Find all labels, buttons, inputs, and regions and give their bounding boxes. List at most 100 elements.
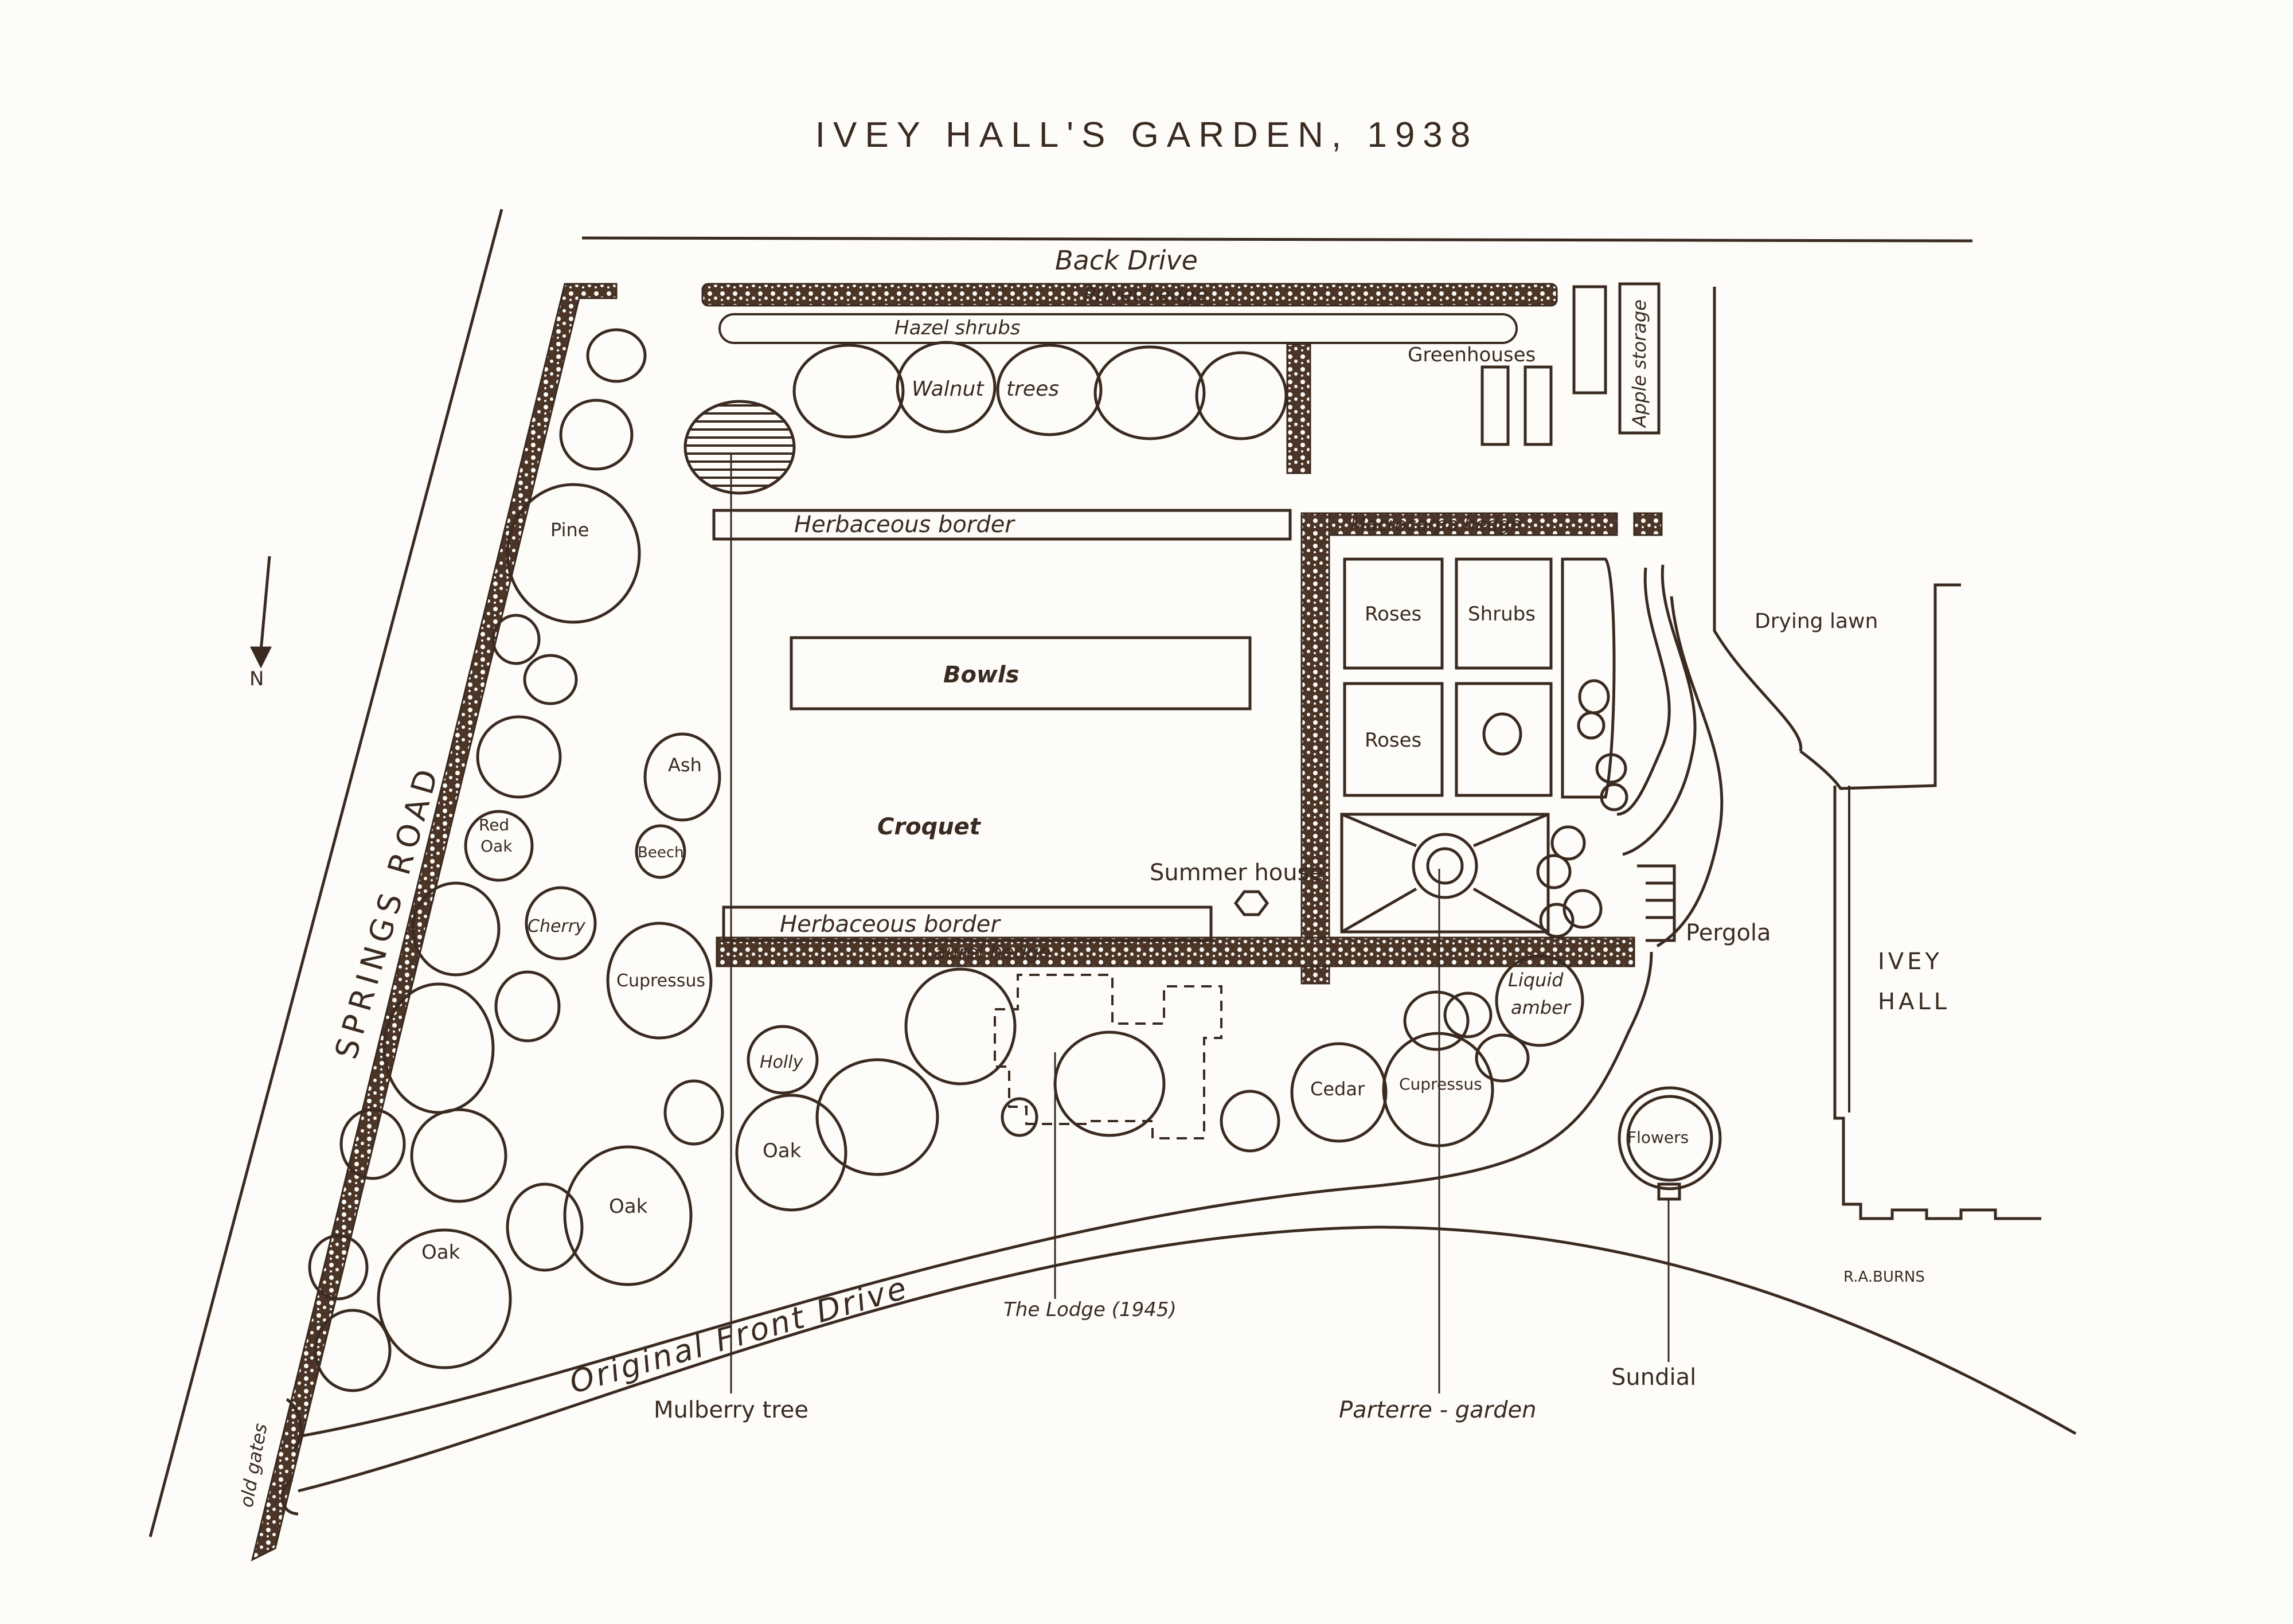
trees-label: trees — [1006, 377, 1059, 401]
parterre-centre — [1412, 833, 1478, 899]
hedges — [701, 283, 1663, 985]
amber-label: amber — [1511, 997, 1572, 1018]
signature: R.A.BURNS — [1843, 1268, 1925, 1286]
flower-clump — [1482, 712, 1522, 756]
apple-storage-label: Apple storage — [1628, 299, 1650, 428]
macrocarpa-hedge-label: Macrocarpa hedge — [1350, 513, 1521, 535]
walnut-hedge — [1286, 343, 1311, 474]
tree — [339, 1108, 406, 1180]
tree — [559, 399, 634, 471]
flower-clump — [1600, 783, 1628, 811]
apple-storage — [1618, 282, 1661, 435]
oak-tree — [735, 1094, 847, 1212]
tree — [523, 654, 578, 705]
privet-hedge-label: Privet hedge — [1084, 283, 1208, 306]
tree — [411, 881, 501, 977]
hazel-shrubs-label: Hazel shrubs — [894, 317, 1021, 339]
walnut-tree — [896, 341, 997, 434]
map-title: IVEY HALL'S GARDEN, 1938 — [815, 115, 1479, 155]
tree — [815, 1058, 939, 1176]
ash-tree — [643, 732, 721, 822]
flower-clump — [1577, 711, 1606, 740]
privet-hedge — [701, 283, 1558, 307]
parterre-curve — [1622, 564, 1697, 856]
flower-clump — [1539, 903, 1575, 938]
tree — [1001, 1097, 1038, 1137]
roses-label: Roses — [1365, 603, 1421, 626]
parterre-callout-label: Parterre - garden — [1339, 1397, 1536, 1423]
sundial-callout-label: Sundial — [1611, 1364, 1696, 1391]
hall-label: HALL — [1878, 989, 1950, 1015]
walnut-tree — [792, 343, 905, 439]
greenhouse — [1572, 285, 1607, 395]
walnut-tree — [1093, 345, 1206, 440]
pine-label: Pine — [550, 519, 589, 541]
tree — [506, 1182, 584, 1272]
flowers-label: Flowers — [1627, 1128, 1689, 1147]
flowers-bed — [1618, 1086, 1722, 1190]
summer-house — [1233, 890, 1269, 916]
herbaceous-border-top-label: Herbaceous border — [794, 512, 1015, 538]
herbaceous-border-bottom — [722, 905, 1213, 942]
ivey-hall-building — [1833, 786, 2041, 1220]
lodge-callout-label: The Lodge (1945) — [1003, 1298, 1177, 1321]
cupressus-label: Cupressus — [1399, 1075, 1482, 1094]
parterre-hedge-left — [1300, 512, 1330, 985]
front-drive-lower-edge — [298, 1225, 2077, 1493]
roses-bed — [1343, 557, 1444, 670]
old-gates — [280, 1397, 302, 1516]
red-oak-tree — [464, 810, 534, 882]
drying-lawn-label: Drying lawn — [1755, 610, 1878, 633]
walnut-tree — [996, 343, 1103, 436]
holly-tree — [747, 1025, 819, 1095]
the-lodge — [994, 974, 1222, 1139]
tree — [382, 982, 495, 1114]
old-gates-label: old gates — [235, 1422, 271, 1509]
mulberry-callout-label: Mulberry tree — [654, 1397, 808, 1423]
herbaceous-border-top — [712, 509, 1292, 541]
bowls-green — [790, 636, 1252, 710]
holly-label: Holly — [760, 1052, 804, 1072]
beech-tree — [635, 824, 686, 879]
greenhouse — [1524, 365, 1553, 446]
cupressus-tree — [1382, 1032, 1494, 1147]
cherry-tree — [525, 886, 597, 961]
macrocarpa-hedge-right — [1633, 512, 1663, 536]
ash-label: Ash — [668, 754, 702, 776]
parterre-curve — [1616, 567, 1671, 816]
red-label: Red — [479, 815, 509, 834]
oak-tree — [563, 1145, 693, 1286]
tree — [904, 967, 1017, 1086]
tree — [494, 970, 561, 1043]
shrubs-bed — [1455, 557, 1553, 670]
parterre-curve — [1561, 557, 1616, 799]
springs-road-hedge — [251, 283, 618, 1561]
red-oak-label: Oak — [481, 837, 513, 856]
front-drive-upper-edge — [298, 951, 1653, 1438]
flower-clump — [1550, 825, 1586, 861]
shrubs-bed — [1455, 682, 1553, 797]
hazel-shrubs — [718, 313, 1518, 344]
flower-clump — [1595, 753, 1627, 784]
hall-boundary — [1713, 287, 1803, 752]
tree — [1475, 1033, 1530, 1083]
flowers-bed-inner — [1626, 1095, 1713, 1182]
roses-bed — [1343, 682, 1444, 797]
herbaceous-border-bottom-label: Herbaceous border — [780, 911, 1001, 938]
greenhouse — [1481, 365, 1510, 446]
tree — [491, 614, 541, 665]
greenhouses-label: Greenhouses — [1408, 343, 1536, 366]
drive-to-hall — [1656, 596, 1724, 948]
cedar-tree — [1290, 1042, 1388, 1143]
oak-tree — [377, 1228, 512, 1369]
sundial — [1657, 1182, 1681, 1201]
cupressus-label: Cupressus — [616, 971, 705, 991]
tree — [663, 1079, 724, 1146]
walnut-tree — [1195, 351, 1288, 440]
north-arrow-head — [249, 646, 272, 669]
pergola — [1637, 864, 1676, 942]
tree — [1220, 1090, 1280, 1153]
back-drive-label: Back Drive — [1055, 245, 1198, 276]
shrubs-label: Shrubs — [1468, 603, 1536, 626]
